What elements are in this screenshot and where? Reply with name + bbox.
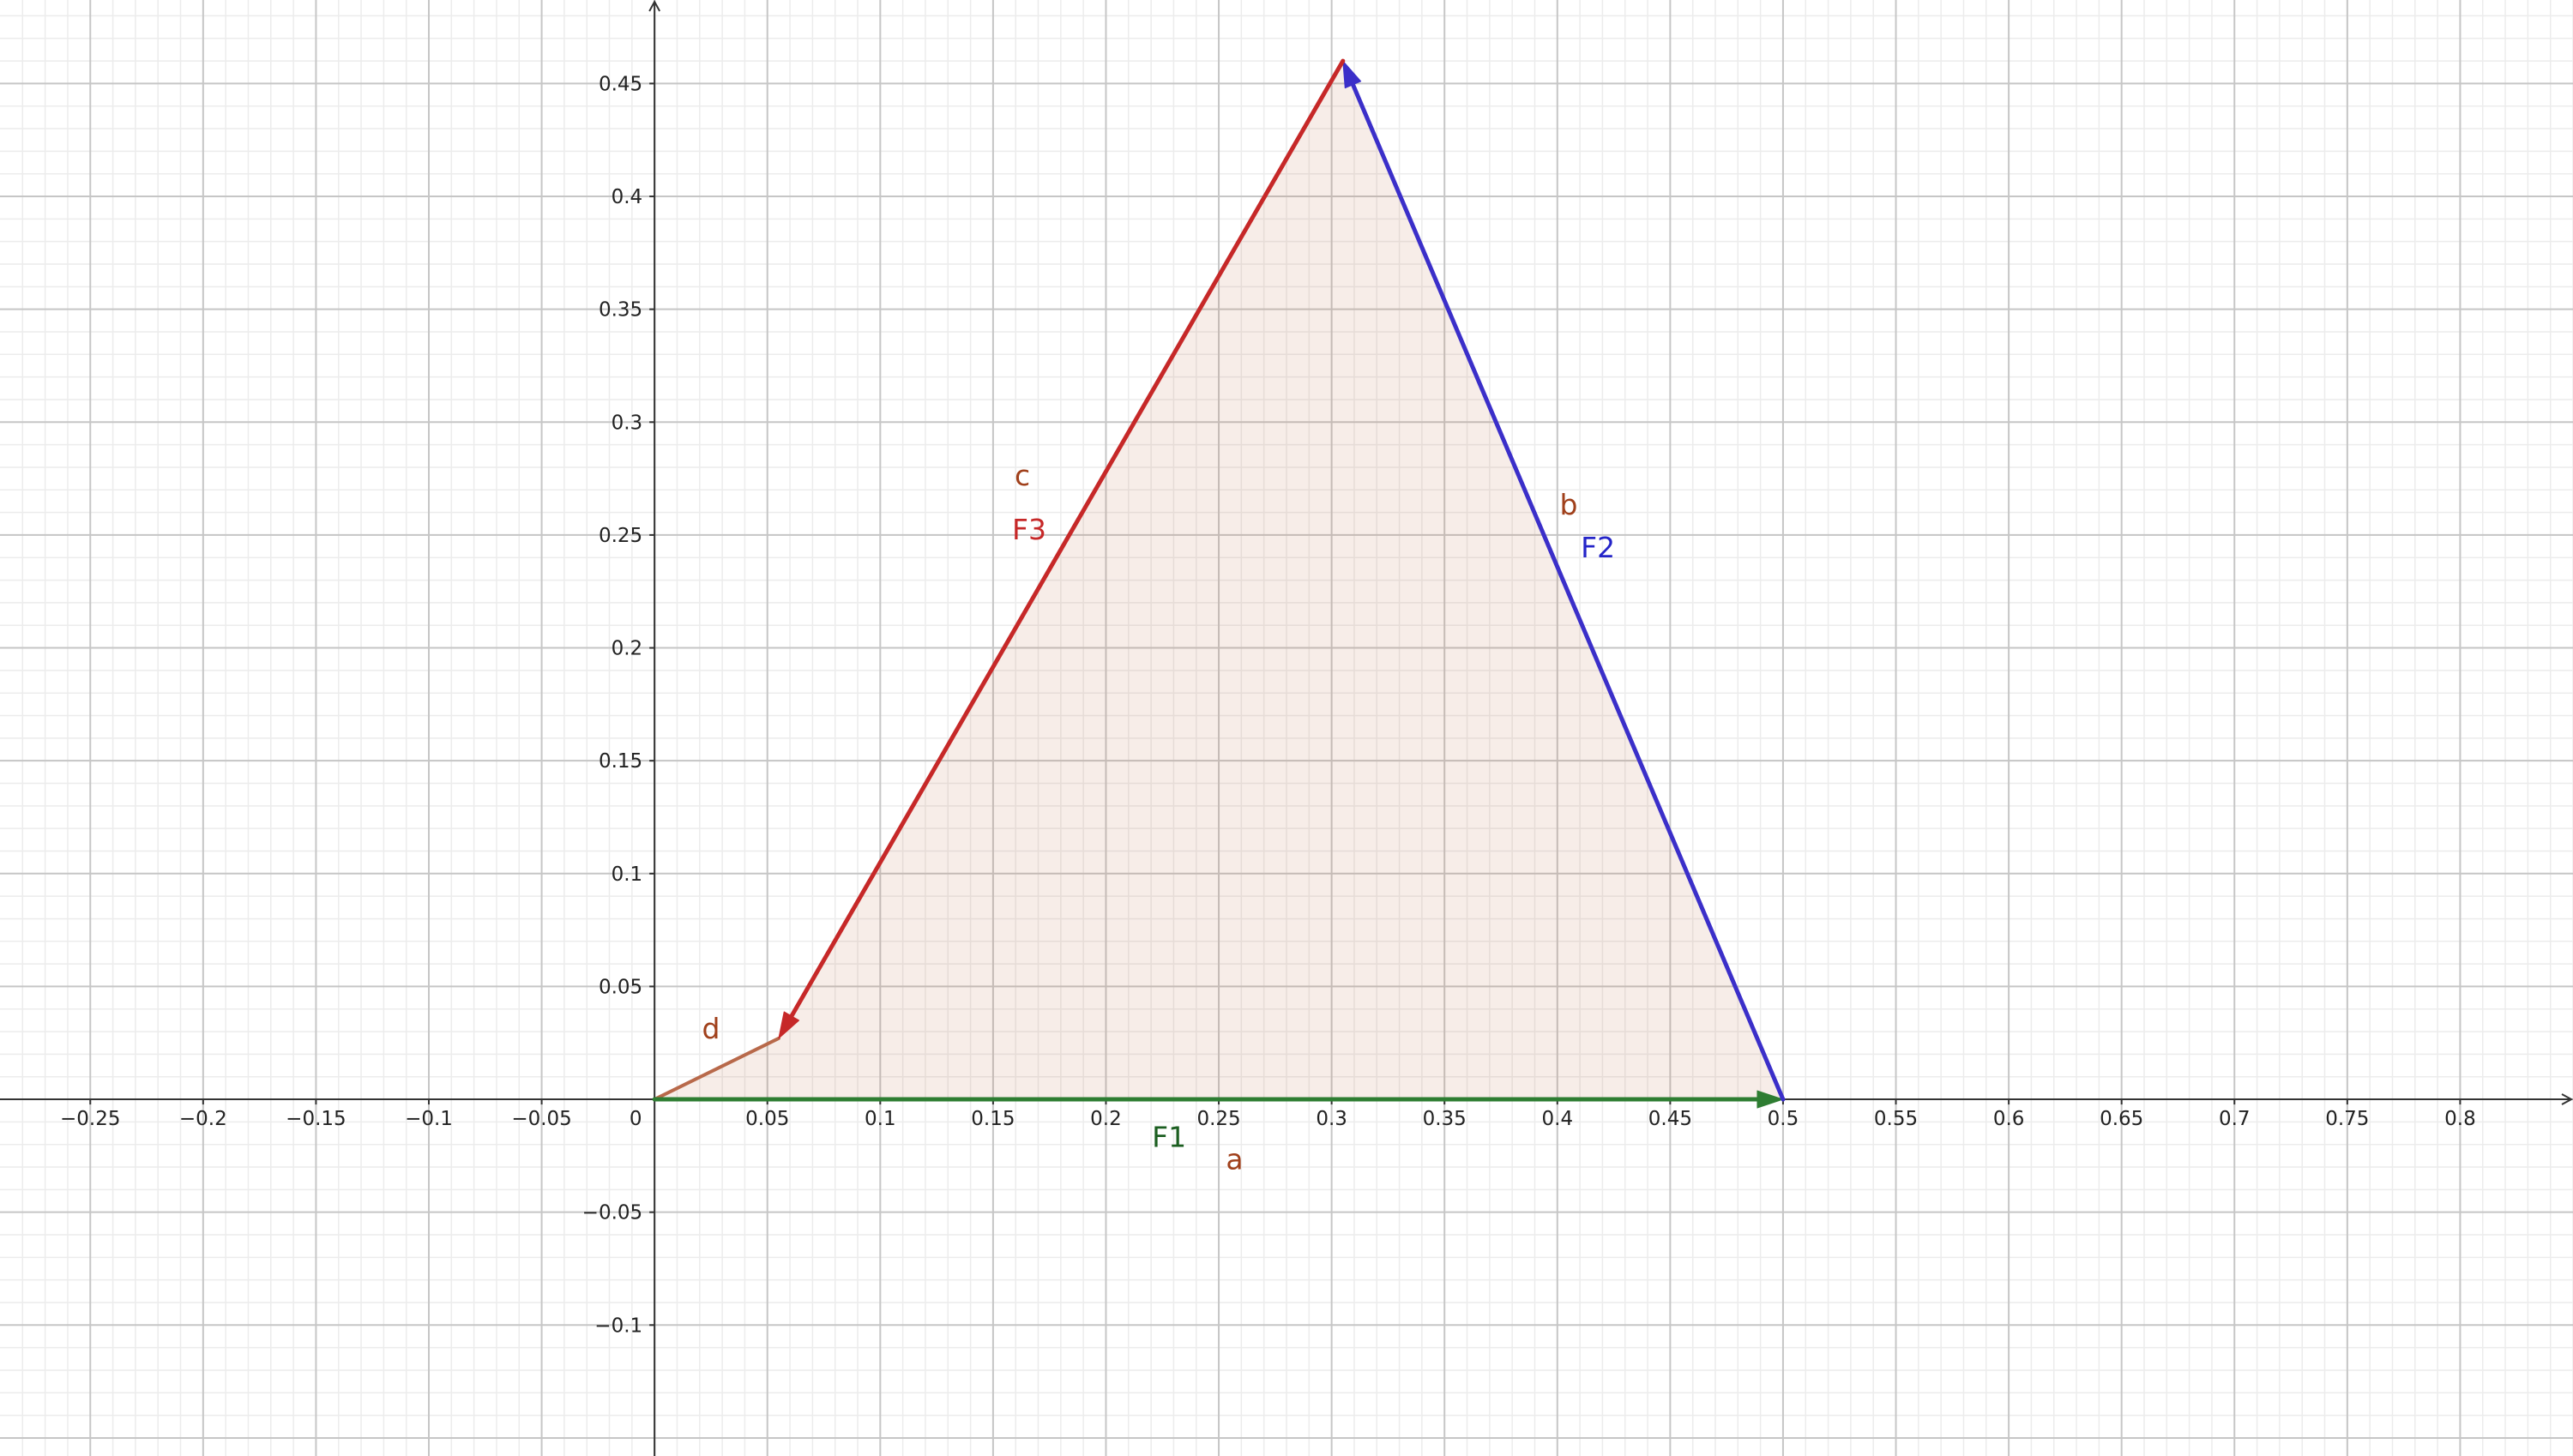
label-F3: F3 <box>1012 513 1046 546</box>
y-tick-label: 0.4 <box>612 186 643 208</box>
x-tick-label: 0.05 <box>745 1108 789 1130</box>
x-tick-label: 0.2 <box>1090 1108 1122 1130</box>
x-tick-label: 0 <box>630 1108 642 1130</box>
label-a: a <box>1226 1143 1243 1176</box>
y-tick-label: 0.25 <box>599 525 642 547</box>
x-tick-label: 0.4 <box>1542 1108 1574 1130</box>
force-vectors <box>652 58 1786 1109</box>
x-tick-label: 0.75 <box>2325 1108 2369 1130</box>
x-tick-label: 0.6 <box>1993 1108 2025 1130</box>
force-polygon <box>654 61 1783 1100</box>
x-tick-label: 0.15 <box>971 1108 1015 1130</box>
y-tick-label: 0.1 <box>612 863 643 886</box>
x-tick-label: 0.5 <box>1768 1108 1799 1130</box>
label-b: b <box>1559 488 1577 521</box>
y-tick-label: −0.1 <box>594 1315 642 1337</box>
y-tick-label: 0.2 <box>612 638 643 660</box>
polygon-fill <box>654 61 1783 1100</box>
label-d: d <box>702 1012 720 1045</box>
x-tick-label: 0.45 <box>1648 1108 1692 1130</box>
label-F2: F2 <box>1581 531 1615 564</box>
x-tick-label: −0.2 <box>179 1108 227 1130</box>
segment-d <box>653 1036 780 1102</box>
y-tick-label: 0.35 <box>599 299 642 322</box>
x-tick-label: 0.55 <box>1874 1108 1918 1130</box>
x-tick-label: 0.1 <box>865 1108 896 1130</box>
y-tick-label: 0.05 <box>599 976 642 998</box>
label-F1: F1 <box>1152 1120 1186 1153</box>
label-c: c <box>1015 459 1030 492</box>
x-tick-label: 0.8 <box>2444 1108 2476 1130</box>
x-tick-label: 0.7 <box>2219 1108 2251 1130</box>
x-tick-label: 0.3 <box>1316 1108 1347 1130</box>
x-tick-label: −0.25 <box>60 1108 120 1130</box>
x-tick-label: −0.1 <box>405 1108 453 1130</box>
x-tick-label: −0.15 <box>286 1108 346 1130</box>
x-tick-label: 0.35 <box>1423 1108 1467 1130</box>
x-tick-label: 0.65 <box>2100 1108 2143 1130</box>
vector-F2-shaft <box>1349 79 1786 1102</box>
x-tick-label: 0.25 <box>1196 1108 1240 1130</box>
vector-F3-arrowhead <box>778 1011 800 1039</box>
vector-F3-shaft <box>787 58 1346 1021</box>
y-tick-label: 0.3 <box>612 412 643 434</box>
y-tick-label: 0.45 <box>599 73 642 95</box>
x-tick-label: −0.05 <box>511 1108 571 1130</box>
y-tick-label: 0.15 <box>599 750 642 773</box>
vector-F1-arrowhead <box>1757 1090 1784 1109</box>
y-tick-label: −0.05 <box>582 1202 642 1224</box>
tick-labels: −0.25 −0.2 −0.15 −0.1 −0.05 0 0.05 0.1 0.15 0.2 0.… <box>60 73 2476 1337</box>
vector-F2-arrowhead <box>1342 60 1362 89</box>
